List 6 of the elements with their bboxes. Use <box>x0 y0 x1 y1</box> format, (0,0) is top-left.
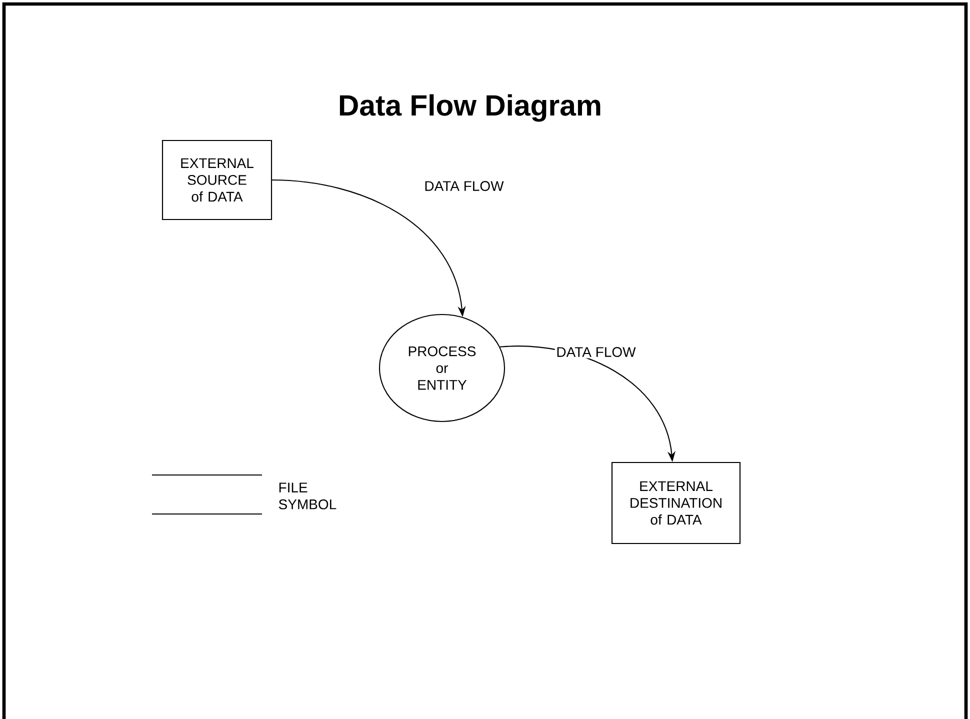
symbol-label: FILE SYMBOL <box>278 482 336 510</box>
title: Data Flow Diagram <box>340 94 600 122</box>
external-entity-box: EXTERNAL DESTINATION of DATA <box>611 462 741 544</box>
edge-label: DATA FLOW <box>554 346 638 358</box>
edge-label: DATA FLOW <box>422 180 506 192</box>
external-entity-box: EXTERNAL SOURCE of DATA <box>162 140 272 220</box>
